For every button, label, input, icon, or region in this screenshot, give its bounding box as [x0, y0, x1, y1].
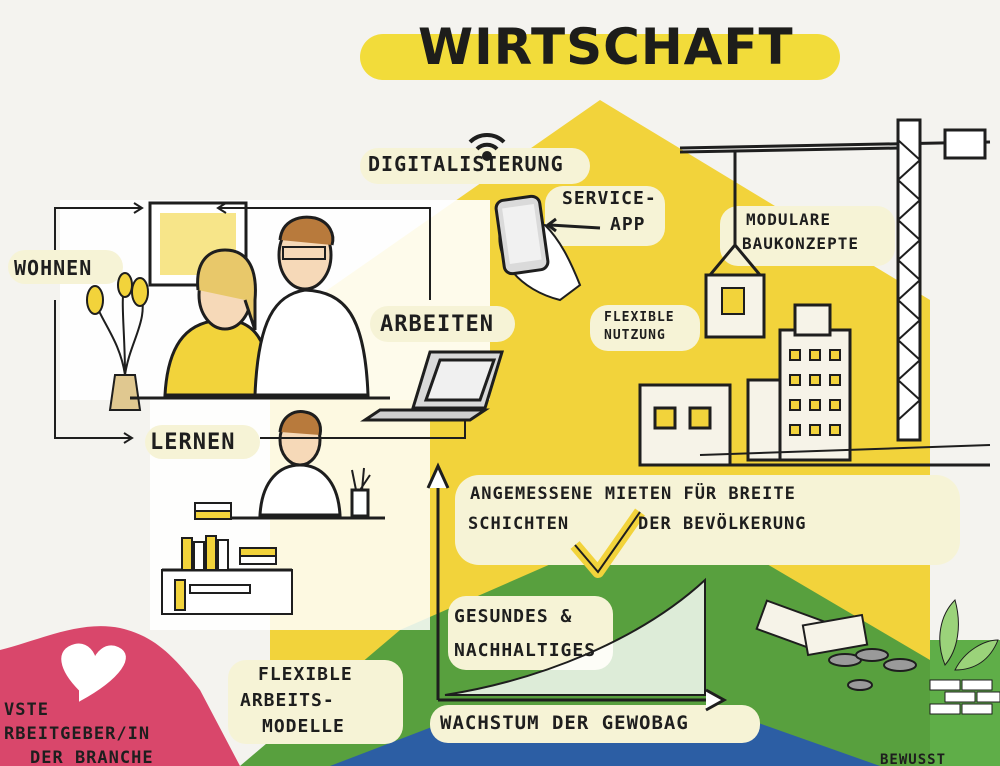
label-mieten-2: SCHICHTEN	[468, 514, 570, 534]
label-arbeits: ARBEITS-	[240, 690, 335, 711]
page-title: WIRTSCHAFT	[418, 18, 794, 76]
title-banner	[360, 34, 840, 80]
label-arbeitgeber-1: VSTE	[4, 700, 49, 720]
label-bg	[720, 206, 895, 266]
label-gesundes: GESUNDES &	[454, 606, 573, 627]
label-nachhaltiges: NACHHALTIGES	[454, 640, 597, 661]
label-bg	[370, 306, 515, 342]
laptop-icon	[360, 350, 505, 422]
smartphone-icon	[494, 194, 601, 302]
doctor-figure	[253, 215, 370, 397]
label-baukonzepte: BAUKONZEPTE	[742, 234, 859, 253]
label-bg	[145, 425, 260, 459]
red-region-shape	[0, 626, 240, 766]
heart-icon	[61, 643, 126, 702]
label-arbeitgeber-2: RBEITGEBER/IN	[4, 724, 151, 744]
flow-arrows	[54, 202, 466, 444]
buildings	[638, 303, 991, 467]
label-mieten-1: ANGEMESSENE MIETEN FÜR BREITE	[470, 484, 796, 504]
label-bg	[360, 148, 590, 184]
label-arbeiten: ARBEITEN	[380, 312, 494, 337]
label-arbeitgeber-3: DER BRANCHE	[30, 748, 154, 766]
label-modulare: MODULARE	[746, 210, 832, 229]
plant-icon	[86, 272, 149, 411]
bookshelf	[161, 502, 293, 615]
label-service-app-1: SERVICE-	[562, 188, 657, 209]
bricks	[929, 679, 1000, 715]
label-mieten-3: DER BEVÖLKERUNG	[638, 514, 807, 534]
label-modelle: MODELLE	[262, 716, 345, 737]
label-nutzung: NUTZUNG	[604, 328, 666, 343]
growth-chart	[426, 462, 728, 712]
label-bottom-right: BEWUSST	[880, 752, 947, 766]
label-lernen: LERNEN	[150, 430, 236, 455]
label-wachstum: WACHSTUM DER GEWOBAG	[440, 712, 689, 734]
label-bg	[228, 660, 403, 744]
label-flexible: FLEXIBLE	[604, 310, 675, 325]
label-bg	[455, 475, 960, 565]
label-wohnen: WOHNEN	[14, 256, 93, 280]
leaves-icon	[939, 599, 999, 671]
wifi-icon	[468, 132, 506, 161]
label-bg	[430, 705, 760, 743]
crane-icon	[679, 118, 991, 442]
label-bg	[8, 250, 123, 284]
woman-figure	[163, 248, 272, 397]
checkmark-icon	[570, 508, 645, 578]
label-service-app-2: APP	[610, 214, 646, 235]
label-bg	[590, 305, 700, 351]
label-flexible-arbeit: FLEXIBLE	[258, 664, 353, 685]
module-block	[704, 273, 766, 339]
money-icon	[755, 599, 917, 691]
boy-figure	[200, 410, 385, 520]
label-digitalisierung: DIGITALISIERUNG	[368, 152, 564, 176]
label-bg	[545, 186, 665, 246]
